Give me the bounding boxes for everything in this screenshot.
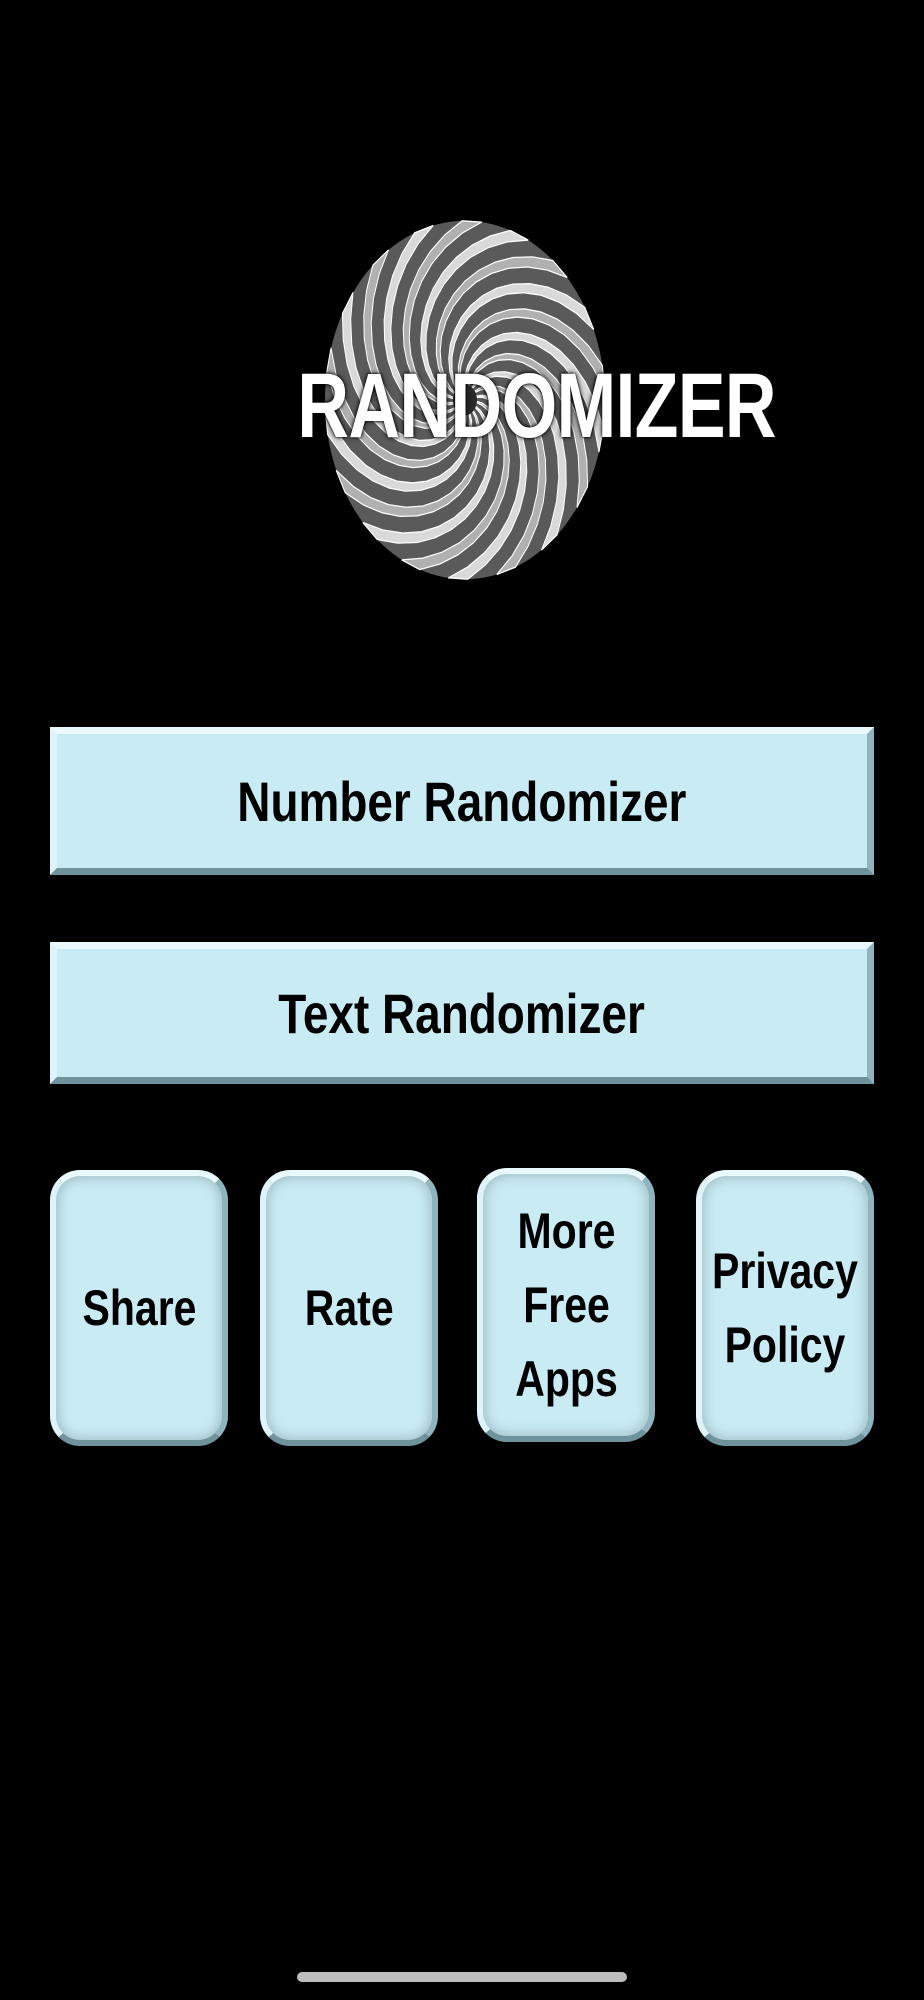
number-randomizer-label: Number Randomizer [237, 769, 687, 833]
more-free-apps-button[interactable]: More Free Apps [477, 1168, 655, 1442]
home-indicator[interactable] [297, 1972, 627, 1982]
more-free-apps-label: More Free Apps [514, 1203, 618, 1407]
rate-button[interactable]: Rate [260, 1170, 438, 1446]
app-logo: RANDOMIZER [250, 195, 777, 595]
rate-label: Rate [304, 1280, 394, 1336]
logo-title: RANDOMIZER [297, 355, 776, 457]
share-button[interactable]: Share [50, 1170, 228, 1446]
text-randomizer-label: Text Randomizer [278, 981, 646, 1045]
privacy-policy-label: Privacy Policy [712, 1243, 858, 1373]
number-randomizer-button[interactable]: Number Randomizer [50, 727, 874, 875]
privacy-policy-button[interactable]: Privacy Policy [696, 1170, 874, 1446]
spiral-pinwheel-icon [324, 220, 606, 580]
share-label: Share [82, 1280, 196, 1336]
text-randomizer-button[interactable]: Text Randomizer [50, 942, 874, 1084]
